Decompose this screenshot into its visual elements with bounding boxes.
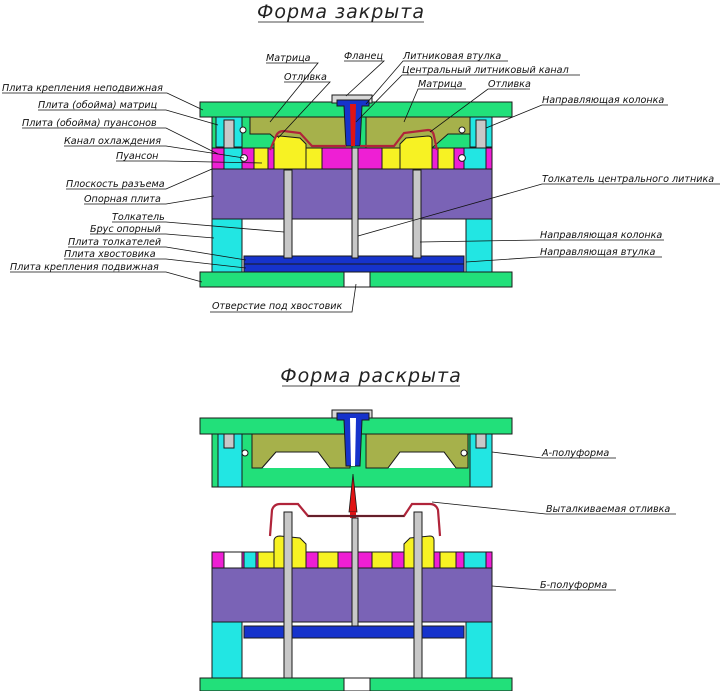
label-ejector-plate: Плита толкателей: [68, 237, 161, 248]
casting-left: [268, 129, 346, 151]
open-mold-labels: А-полуформа Выталкиваемая отливка Б-полу…: [431, 448, 676, 591]
punch-right: [399, 135, 433, 170]
label-sprue-ejector: Толкатель центрального литника: [542, 174, 714, 185]
label-punch: Пуансон: [116, 151, 158, 162]
punch-left: [273, 135, 307, 170]
label-matrix-1: Матрица: [266, 53, 311, 64]
label-flange: Фланец: [344, 51, 383, 62]
label-cooling-channel: Канал охлаждения: [64, 136, 161, 147]
label-sprue-bushing: Литниковая втулка: [402, 51, 501, 62]
label-tail-plate: Плита хвостовика: [64, 249, 156, 260]
closed-mold-labels: Плита крепления неподвижная Плита (обойм…: [2, 51, 720, 313]
label-parting-plane: Плоскость разъема: [66, 179, 165, 190]
label-guide-bushing: Направляющая втулка: [540, 247, 656, 258]
label-guide-column-2: Направляющая колонка: [540, 230, 662, 241]
label-casting-2: Отливка: [488, 79, 531, 90]
support-block: [211, 218, 243, 273]
sprue-runner: [350, 104, 356, 146]
label-tail-hole: Отверстие под хвостовик: [212, 301, 342, 312]
label-ejected-casting: Выталкиваемая отливка: [546, 504, 670, 515]
label-moving-clamp-plate: Плита крепления подвижная: [10, 262, 159, 273]
label-ejector-pin: Толкатель: [112, 212, 165, 223]
tail-hole: [343, 271, 371, 288]
label-central-runner: Центральный литниковый канал: [402, 65, 569, 76]
label-support-plate: Опорная плита: [84, 194, 161, 205]
label-casting-1: Отливка: [284, 72, 327, 83]
label-punch-plate: Плита (обойма) пуансонов: [22, 117, 157, 129]
open-mold-b-half: [199, 511, 513, 691]
label-guide-column-1: Направляющая колонка: [542, 95, 664, 106]
tail-plate: [243, 263, 465, 273]
label-half-a: А-полуформа: [541, 448, 609, 459]
label-fixed-clamp-plate: Плита крепления неподвижная: [2, 83, 163, 94]
label-half-b: Б-полуформа: [540, 580, 607, 591]
sprue-ejector-pin: [351, 147, 359, 259]
closed-title: Форма закрыта: [257, 1, 425, 23]
ejector-pin: [283, 169, 293, 259]
label-cavity-plate: Плита (обойма) матриц: [38, 99, 158, 111]
label-matrix-2: Матрица: [418, 79, 463, 90]
closed-mold: [199, 94, 513, 288]
open-mold-a-half: [199, 409, 513, 488]
open-title: Форма раскрыта: [280, 365, 461, 387]
label-support-block: Брус опорный: [90, 224, 161, 235]
